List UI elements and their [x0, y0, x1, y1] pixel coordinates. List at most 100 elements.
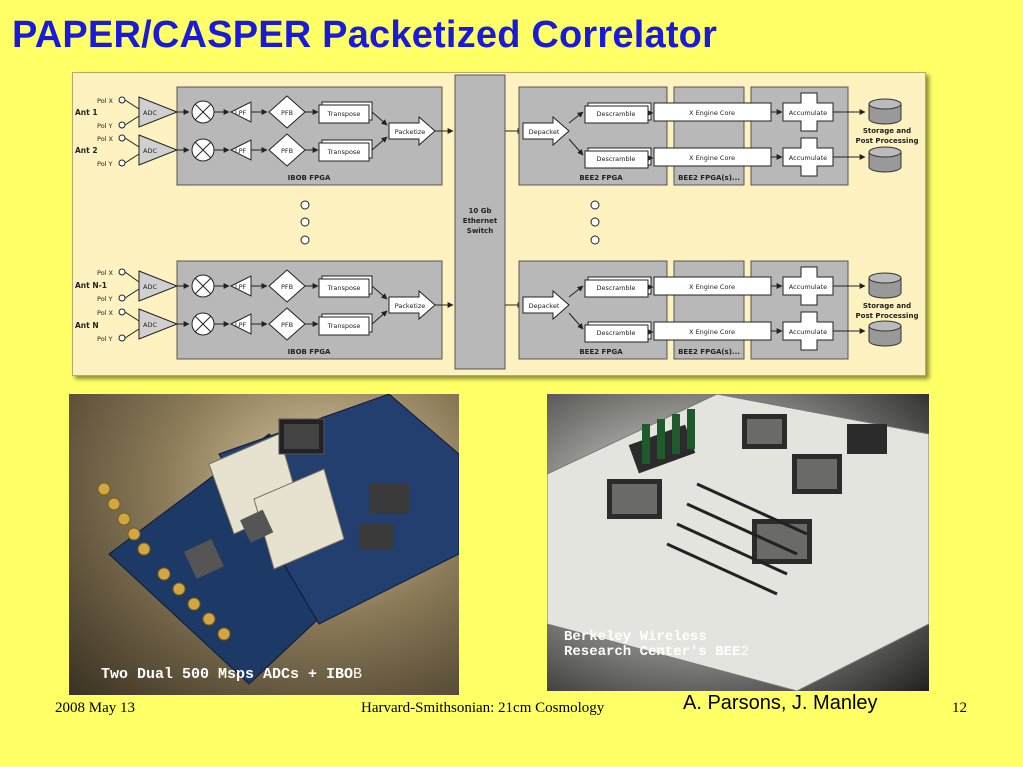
bee2-fpgas-label: BEE2 FPGA(s)...: [678, 174, 740, 182]
ant-label: Ant N: [75, 321, 99, 330]
ibob-fpga-label: IBOB FPGA: [288, 174, 331, 182]
input-port: [118, 159, 126, 167]
transpose-label: Transpose: [327, 322, 361, 330]
accumulate-block: [782, 311, 834, 351]
bee2-fpga-label: BEE2 FPGA: [579, 174, 623, 182]
bee2-fpgas-box: [673, 86, 745, 186]
adc-block: [138, 308, 179, 340]
x-engine-label: X Engine Core: [689, 328, 735, 336]
packetize-label: Packetize: [395, 302, 425, 310]
ellipsis-dot: [300, 200, 310, 210]
pfb-label: PFB: [281, 283, 293, 291]
bee2-fpgas-label: BEE2 FPGA(s)...: [678, 348, 740, 356]
pfb-label: PFB: [281, 109, 293, 117]
packetize-block: [388, 289, 436, 321]
pfb-label: PFB: [281, 321, 293, 329]
bee2-board-photo: Berkeley Wireless Research Center's BEE2: [547, 394, 929, 691]
input-port: [118, 334, 126, 342]
switch-label-line2: Ethernet: [463, 217, 498, 225]
transpose-label: Transpose: [327, 110, 361, 118]
transpose-block: [318, 104, 370, 124]
footer-authors: A. Parsons, J. Manley: [683, 692, 878, 714]
depacket-block: [522, 115, 570, 147]
storage-label-line2: Post Processing: [856, 137, 919, 145]
depacket-label: Depacket: [529, 302, 560, 310]
ellipsis-dot: [590, 235, 600, 245]
ibob-fpga-label: IBOB FPGA: [288, 348, 331, 356]
depacket-label: Depacket: [529, 128, 560, 136]
footer-center-text: Harvard-Smithsonian: 21cm Cosmology: [361, 700, 605, 716]
transpose-block: [318, 142, 370, 162]
descramble-label: Descramble: [597, 329, 636, 337]
transpose-label: Transpose: [327, 284, 361, 292]
x-engine-label: X Engine Core: [689, 154, 735, 162]
pfb-block: [268, 133, 306, 167]
bee2-caption-line2: Research Center's BEE2: [564, 644, 749, 660]
descramble-label: Descramble: [597, 110, 636, 118]
input-port: [118, 121, 126, 129]
ibob-boards-illustration: [97, 394, 459, 685]
storage-label-line1: Storage and: [863, 127, 911, 135]
adc-block: [138, 270, 179, 302]
bee2-fpga-label: BEE2 FPGA: [579, 348, 623, 356]
pfb-block: [268, 95, 306, 129]
ellipsis-dot: [590, 217, 600, 227]
accumulate-block: [782, 266, 834, 306]
ellipsis-dot: [300, 235, 310, 245]
pol-y-label: Pol Y: [97, 160, 113, 168]
storage-label-line1: Storage and: [863, 302, 911, 310]
depacket-block: [522, 289, 570, 321]
transpose-label: Transpose: [327, 148, 361, 156]
slide-title: PAPER/CASPER Packetized Correlator: [12, 14, 718, 56]
pol-x-label: Pol X: [97, 269, 114, 277]
switch-label-line1: 10 Gb: [469, 207, 492, 215]
lpf-label: LPF: [235, 147, 247, 155]
storage-cylinder: [868, 278, 902, 299]
x-engine-label: X Engine Core: [689, 283, 735, 291]
correlator-block-diagram: IBOB FPGA Pol X Ant 1 Pol Y Pol X Ant 2 …: [72, 72, 926, 376]
bee2-caption-line1: Berkeley Wireless: [564, 629, 707, 645]
descramble-label: Descramble: [597, 284, 636, 292]
adc-block: [138, 96, 179, 128]
adc-label: ADC: [143, 109, 157, 117]
pol-y-label: Pol Y: [97, 335, 113, 343]
pol-x-label: Pol X: [97, 135, 114, 143]
input-port: [118, 308, 126, 316]
descramble-label: Descramble: [597, 155, 636, 163]
storage-cylinder: [868, 152, 902, 173]
ant-label: Ant N-1: [75, 281, 107, 290]
accumulate-label: Accumulate: [789, 154, 827, 162]
footer-date: 2008 May 13: [55, 700, 135, 716]
ibob-boards-photo: Two Dual 500 Msps ADCs + IBOB: [69, 394, 459, 695]
pol-x-label: Pol X: [97, 309, 114, 317]
pol-y-label: Pol Y: [97, 122, 113, 130]
bee2-fpgas-box: [750, 260, 849, 360]
ant-label: Ant 1: [75, 108, 98, 117]
ant-label: Ant 2: [75, 146, 98, 155]
input-port: [118, 96, 126, 104]
accumulate-block: [782, 137, 834, 177]
ellipsis-dot: [590, 200, 600, 210]
accumulate-label: Accumulate: [789, 283, 827, 291]
bee2-group-bottom: BEE2 FPGA BEE2 FPGA(s)... Depacket Descr…: [505, 260, 919, 360]
switch-label-line3: Switch: [467, 227, 493, 235]
bee2-fpgas-box: [750, 86, 849, 186]
ibob-photo-caption: Two Dual 500 Msps ADCs + IBOB: [101, 666, 363, 683]
adc-block: [138, 134, 179, 166]
adc-label: ADC: [143, 147, 157, 155]
bee2-board-illustration: [547, 394, 929, 691]
ibob-group-top: IBOB FPGA Pol X Ant 1 Pol Y Pol X Ant 2 …: [75, 86, 454, 186]
storage-cylinder: [868, 104, 902, 125]
pol-y-label: Pol Y: [97, 295, 113, 303]
x-engine-label: X Engine Core: [689, 109, 735, 117]
storage-label-line2: Post Processing: [856, 312, 919, 320]
pfb-label: PFB: [281, 147, 293, 155]
bee2-fpgas-box: [673, 260, 745, 360]
transpose-block: [318, 278, 370, 298]
input-port: [118, 294, 126, 302]
lpf-label: LPF: [235, 321, 247, 329]
ethernet-switch-box: [454, 74, 506, 370]
packetize-label: Packetize: [395, 128, 425, 136]
adc-label: ADC: [143, 321, 157, 329]
input-port: [118, 268, 126, 276]
